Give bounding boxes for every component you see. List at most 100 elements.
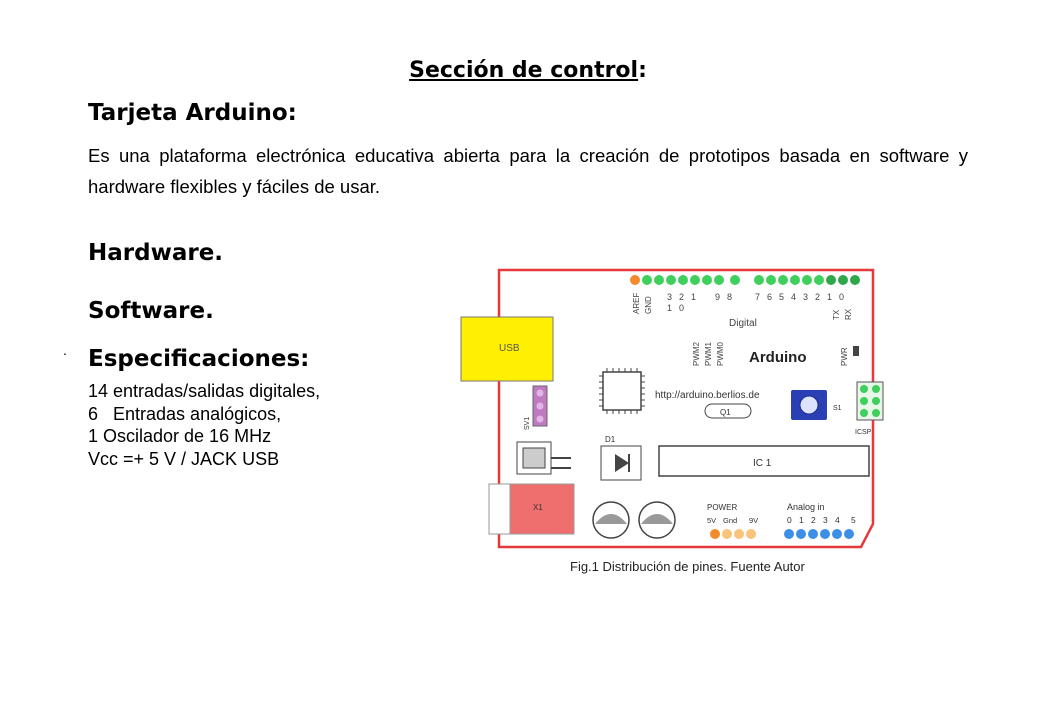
arduino-heading: Tarjeta Arduino: (88, 100, 297, 126)
spec-line: 1 Oscilador de 16 MHz (88, 426, 272, 446)
pin-number: 3 (823, 515, 828, 525)
microcontroller-chip (602, 371, 642, 411)
pin (642, 275, 652, 285)
pwm-label: PWM1 (704, 341, 713, 366)
pin-number: 3 (803, 292, 808, 302)
gnd-label: GND (644, 296, 653, 314)
pin (754, 275, 764, 285)
pin-number: 5 (779, 292, 784, 302)
pin-number: 2 (811, 515, 816, 525)
pin (536, 415, 544, 423)
pin-number: 5 (851, 515, 856, 525)
pin (838, 275, 848, 285)
specs-list: 14 entradas/salidas digitales, 6 Entrada… (88, 380, 320, 470)
pin (820, 529, 830, 539)
software-heading: Software. (88, 298, 214, 324)
regulator-body (522, 447, 546, 469)
pin-number: 1 (691, 292, 696, 302)
ic1-label: IC 1 (753, 458, 772, 469)
d1-label: D1 (605, 435, 616, 444)
pin (730, 275, 740, 285)
pin (872, 385, 880, 393)
arduino-paragraph: Es una plataforma electrónica educativa … (88, 145, 968, 197)
pin (784, 529, 794, 539)
pin-number: 6 (767, 292, 772, 302)
q1-label: Q1 (720, 408, 731, 417)
pwr-led (853, 346, 859, 356)
pin (802, 275, 812, 285)
pin-number: 9 (715, 292, 720, 302)
pin (826, 275, 836, 285)
sv1-label: SV1 (524, 417, 531, 430)
pin (814, 275, 824, 285)
pin (722, 529, 732, 539)
pin-number: 4 (835, 515, 840, 525)
tx-label: TX (832, 309, 841, 320)
usb-label: USB (499, 343, 520, 354)
reset-button (799, 395, 819, 415)
pin-number: 7 (755, 292, 760, 302)
arduino-logo-text: Arduino (749, 349, 807, 366)
pin (808, 529, 818, 539)
pin (860, 409, 868, 417)
pin (702, 275, 712, 285)
specs-heading: Especificaciones: (88, 346, 310, 372)
icsp-pins (860, 385, 880, 417)
analog-in-label: Analog in (787, 502, 825, 512)
usb-connector (460, 316, 554, 382)
sv1-pins (536, 389, 544, 423)
pin (796, 529, 806, 539)
pin-number: 2 (679, 292, 684, 302)
pin-number: 0 (679, 303, 684, 313)
pin (860, 397, 868, 405)
power-pin-label: 9V (749, 516, 758, 525)
figure-caption: Fig.1 Distribución de pines. Fuente Auto… (570, 559, 805, 574)
pin-number: 3 (667, 292, 672, 302)
pwm-label: PWM0 (716, 341, 725, 366)
spec-line: 14 entradas/salidas digitales, (88, 381, 321, 401)
spec-line: Vcc =+ 5 V / JACK USB (88, 448, 280, 469)
pin (734, 529, 744, 539)
pin (872, 397, 880, 405)
pin (710, 529, 720, 539)
pin (746, 529, 756, 539)
pin-number: 2 (815, 292, 820, 302)
digital-label: Digital (729, 318, 757, 329)
section-title-text: Sección de control (409, 58, 639, 83)
digital-top-numbers: 3 2 1 1 0 9 8 7 6 5 4 3 2 1 0 (667, 292, 844, 313)
pin-number: 1 (827, 292, 832, 302)
power-label: POWER (707, 503, 737, 512)
pin (654, 275, 664, 285)
top-header-pins (630, 275, 860, 285)
analog-pins (784, 529, 854, 539)
pin (844, 529, 854, 539)
pin (872, 409, 880, 417)
pin (714, 275, 724, 285)
aref-label: AREF (632, 293, 641, 314)
pin (778, 275, 788, 285)
bullet-dot: . (63, 342, 67, 358)
rx-label: RX (844, 308, 853, 320)
pwr-label: PWR (840, 347, 849, 366)
pin-number: 1 (799, 515, 804, 525)
spec-line: 6 Entradas analógicos, (88, 403, 282, 424)
pin-number: 4 (791, 292, 796, 302)
pin-number: 1 (667, 303, 672, 313)
arduino-board-figure: USB X1 AREF GND 3 2 1 1 0 9 8 7 6 5 (460, 268, 884, 549)
power-pin-label: Gnd (723, 516, 737, 525)
pin-number: 8 (727, 292, 732, 302)
pin (630, 275, 640, 285)
crystal-q1 (704, 403, 752, 419)
pin (850, 275, 860, 285)
url-label: http://arduino.berlios.de (655, 390, 760, 401)
pin (766, 275, 776, 285)
pin (690, 275, 700, 285)
pin (832, 529, 842, 539)
pin (536, 389, 544, 397)
s1-label: S1 (833, 405, 842, 412)
pin-number: 0 (839, 292, 844, 302)
pin (666, 275, 676, 285)
pin (678, 275, 688, 285)
x1-label: X1 (533, 503, 543, 512)
ic1-chip (658, 445, 870, 477)
